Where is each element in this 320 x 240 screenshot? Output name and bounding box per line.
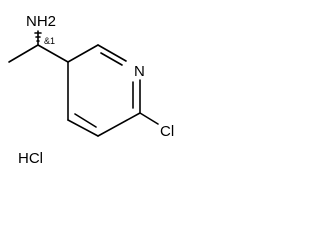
structure-diagram: NH2 &1 N Cl HCl <box>0 0 188 173</box>
salt-label: HCl <box>18 150 43 167</box>
stereo-label: &1 <box>44 36 55 46</box>
molecule-drawing: NH2 &1 N Cl HCl <box>8 13 174 167</box>
chlorine-label: Cl <box>160 123 174 140</box>
bond-chlorine <box>139 112 159 125</box>
hashed-wedge-bond <box>34 30 42 46</box>
bond-side-chain <box>37 44 69 63</box>
amine-label: NH2 <box>26 13 56 30</box>
ring-nitrogen-label: N <box>134 63 145 80</box>
bond-methyl <box>8 44 39 63</box>
pyridine-ring <box>67 44 141 137</box>
